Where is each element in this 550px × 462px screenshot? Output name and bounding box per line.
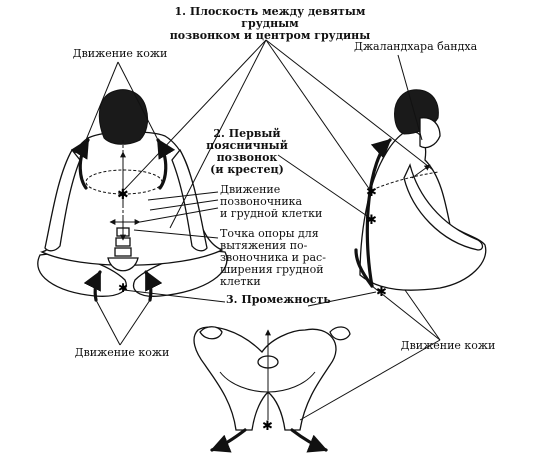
spine-chest-movement-label: Движение позвоночника и грудной клетки <box>220 183 323 220</box>
skin-movement-bottom-right-label: Движение кожи <box>400 339 496 352</box>
back-view-figure: ✱ ✱ <box>37 89 228 302</box>
asterisk-icon: ✱ <box>366 185 377 200</box>
side-view-figure: ✱ ✱ ✱ <box>354 89 487 300</box>
support-point-label: Точка опоры для вытяжения по- звоночника… <box>220 227 326 288</box>
asterisk-icon: ✱ <box>376 285 387 300</box>
leader-lines <box>85 39 441 421</box>
jalandhara-bandha-label: Джаландхара бандха <box>354 40 478 53</box>
title-label: 1. Плоскость между девятым грудным позво… <box>169 5 371 42</box>
asterisk-icon: ✱ <box>366 213 377 228</box>
asterisk-icon: ✱ <box>118 281 128 295</box>
asterisk-icon: ✱ <box>117 187 129 203</box>
asterisk-icon: ✱ <box>262 419 273 434</box>
skin-movement-bottom-left-label: Движение кожи <box>74 346 170 359</box>
perineum-view-figure: ✱ <box>193 326 351 453</box>
first-lumbar-label: 2. Первый поясничный позвонок (и крестец… <box>206 127 288 176</box>
perineum-label: 3. Промежность <box>226 293 331 306</box>
skin-movement-top-left-label: Движение кожи <box>72 47 168 60</box>
